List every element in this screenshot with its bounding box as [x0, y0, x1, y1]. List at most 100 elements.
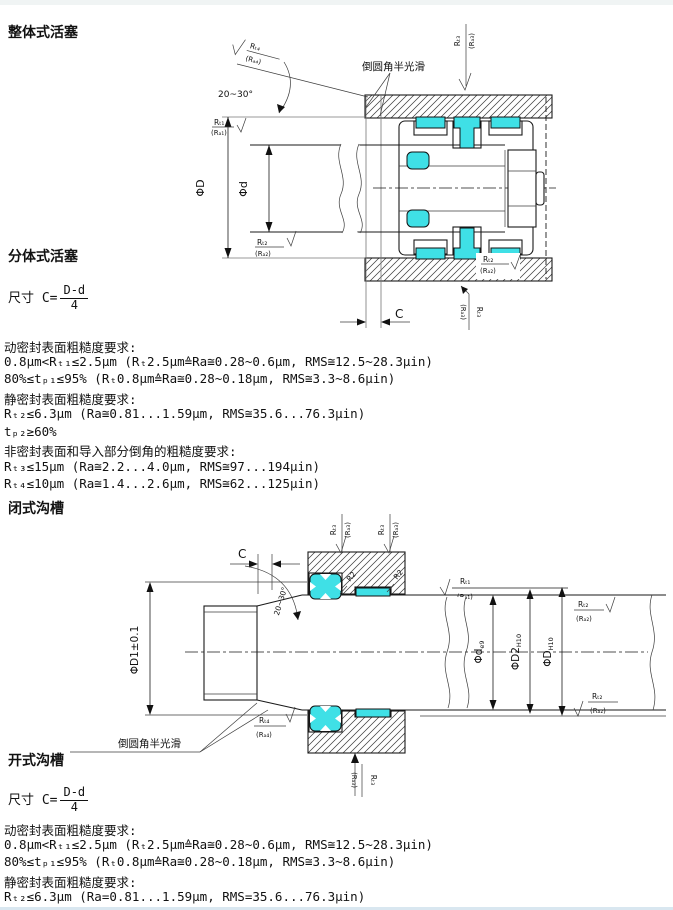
- roughness-rt2-num: Rₜ₂: [592, 692, 602, 701]
- roughness-label-static-top: Rₜ₂ (Rₐ₂): [574, 596, 616, 623]
- roughness-rt2-den: (Rₐ₂): [576, 615, 592, 623]
- surface-finish-icon: [510, 254, 521, 270]
- roughness-rt2-den: (Rₐ₂): [255, 250, 271, 258]
- radius-leader-left: [339, 585, 348, 595]
- rod-seal-bottom: [406, 209, 430, 228]
- roughness-rt4-den: (Rₐ₄): [256, 731, 272, 739]
- surface-finish-icon: [286, 230, 297, 247]
- surface-finish-icon: [236, 117, 247, 133]
- svg-text:ΦDH10: ΦDH10: [542, 637, 555, 667]
- roughness-rt1-den: (Rₐ₁): [211, 129, 227, 137]
- x-ring-seal-bottom: [309, 705, 342, 732]
- chamfer-note-leader2: [379, 72, 391, 117]
- bottom-edge-strip: [0, 907, 673, 910]
- dim-label-C: C: [238, 547, 246, 561]
- roughness-rt2-den: (Rₐ₂): [590, 707, 606, 715]
- fraction-denominator: 4: [70, 297, 78, 312]
- dimension-phi-de9: Φde9: [473, 595, 497, 710]
- roughness-rt1-num: Rₜ₁: [214, 118, 224, 127]
- rod-break-left: [338, 143, 345, 234]
- roughness-line: Rₜ₃≤15μm (Ra≅2.2...4.0μm, RMS≅97...194μi…: [4, 459, 321, 474]
- roughness-label-groove-right: Rₜ₃ (Rₐ₃): [377, 514, 400, 554]
- roughness-rt3-num: Rₜ₃: [377, 525, 386, 535]
- wear-ring-top-right: [490, 116, 521, 129]
- section-title-closed-groove: 闭式沟槽: [8, 501, 64, 517]
- fraction-numerator: D-d: [60, 785, 89, 801]
- x-ring-seal-top: [309, 573, 342, 600]
- roughness-line: Rₜ₄≤10μm (Ra≅1.4...2.6μm, RMS≅62...125μi…: [4, 476, 321, 491]
- t-seal-top: [453, 116, 481, 149]
- roughness-line: 80%≤tₚ₁≤95% (Rₜ0.8μm≙Ra≅0.28~0.18μm, RMS…: [4, 371, 396, 386]
- surface-finish-icon: [383, 535, 395, 554]
- roughness-rt4-num: Rₜ₄: [249, 41, 261, 52]
- roughness-line: 动密封表面粗糙度要求:: [4, 340, 137, 355]
- surface-finish-icon: [335, 535, 347, 554]
- surface-finish-icon: [285, 706, 296, 723]
- dim-label-de9-sub: e9: [478, 640, 486, 648]
- rod-seal-top: [406, 151, 430, 170]
- roughness-line: Rₜ₂≤6.3μm (Ra≅0.81...1.59μm, RMS≅35.6...…: [4, 406, 366, 421]
- chamfer-note-leader1: [365, 72, 391, 108]
- formula-prefix: 尺寸 C=: [8, 792, 58, 808]
- roughness-label-wall-top: Rₜ₃ (Rₐ₃): [453, 24, 476, 91]
- roughness-rt3-num: Rₜ₃: [453, 36, 462, 46]
- backup-ring-top: [355, 587, 391, 597]
- cylinder-wall-bottom-hatch: [364, 257, 553, 282]
- angle-arrow: [277, 104, 285, 113]
- angle-arc: [244, 565, 299, 621]
- dim-label-D-sub: H10: [547, 637, 555, 650]
- dimension-phi-D2H10: ΦD2H10: [510, 589, 534, 714]
- radius-label-right: R2: [392, 568, 405, 582]
- dim-label-D2-sub: H10: [515, 634, 523, 647]
- angle-arc: [278, 61, 291, 114]
- dim-label-phiD: ΦD: [194, 179, 207, 196]
- roughness-rt3-den: (Rₐ₃): [350, 772, 358, 788]
- wear-ring-bottom-left: [415, 247, 446, 260]
- roughness-rt3-num: Rₜ₃: [329, 525, 338, 535]
- roughness-label-wall-bottom: (Rₐ₃) Rₜ₃: [459, 285, 484, 330]
- radius-leader-right: [386, 583, 395, 593]
- chamfer-note-leader1: [199, 702, 258, 753]
- roughness-line: 0.8μm<Rₜ₁≤2.5μm (Rₜ2.5μm≙Ra≅0.28~0.6μm, …: [4, 837, 433, 852]
- rod-end-block: [203, 594, 303, 711]
- roughness-label-gland-bottom: (Rₐ₃) Rₜ₃: [350, 753, 378, 797]
- rod-break-gap: [445, 597, 469, 708]
- roughness-rt3-den: (Rₐ₃): [468, 33, 476, 49]
- dim-label-D-main: ΦD: [542, 650, 554, 666]
- wear-ring-top-left: [415, 116, 446, 129]
- roughness-rt4-den: (Rₐ₄): [245, 55, 263, 67]
- roughness-rt4-num: Rₜ₄: [259, 716, 269, 725]
- dim-label-de9-main: Φd: [473, 649, 485, 664]
- roughness-rt2-den: (Rₐ₂): [480, 267, 496, 275]
- roughness-label-chamfer: Rₜ₄ (Rₐ₄): [232, 39, 280, 67]
- roughness-line: 0.8μm<Rₜ₁≤2.5μm (Rₜ2.5μm≙Ra≅0.28~0.6μm, …: [4, 354, 433, 369]
- cylinder-wall-top-hatch: [364, 94, 553, 119]
- roughness-label-static-bottom: Rₜ₂ (Rₐ₂): [573, 692, 618, 717]
- roughness-rt2-num: Rₜ₂: [578, 600, 588, 609]
- rod-break-right: [356, 143, 363, 234]
- roughness-rt3-den: (Rₐ₃): [392, 522, 400, 538]
- roughness-label-chamfer: Rₜ₄ (Rₐ₄): [254, 706, 296, 739]
- section-title-split-piston: 分体式活塞: [8, 249, 78, 265]
- dim-label-D2-main: ΦD2: [510, 647, 522, 670]
- surface-finish-icon: [232, 39, 246, 56]
- dimension-C: C: [230, 547, 300, 594]
- top-edge-strip: [0, 0, 673, 5]
- roughness-label-groove-left: Rₜ₃ (Rₐ₃): [329, 514, 352, 554]
- roughness-label-piston-od: Rₜ₂ (Rₐ₂): [476, 253, 521, 279]
- piston-seals: [406, 116, 521, 260]
- dimension-phi-DH10: ΦDH10: [542, 587, 566, 716]
- section-title-open-groove: 开式沟槽: [8, 753, 64, 769]
- roughness-rt3-num: Rₜ₃: [475, 307, 484, 317]
- surface-finish-icon: [605, 596, 616, 613]
- roughness-line: 动密封表面粗糙度要求:: [4, 823, 137, 838]
- roughness-line: Rₜ₂≤6.3μm (Ra=0.81...1.59μm, RMS=35.6...…: [4, 889, 366, 904]
- rod-break-left: [444, 596, 451, 709]
- roughness-line: 静密封表面粗糙度要求:: [4, 875, 137, 890]
- dimension-phiD: ΦD: [194, 117, 232, 258]
- rod-end-break: [649, 594, 656, 711]
